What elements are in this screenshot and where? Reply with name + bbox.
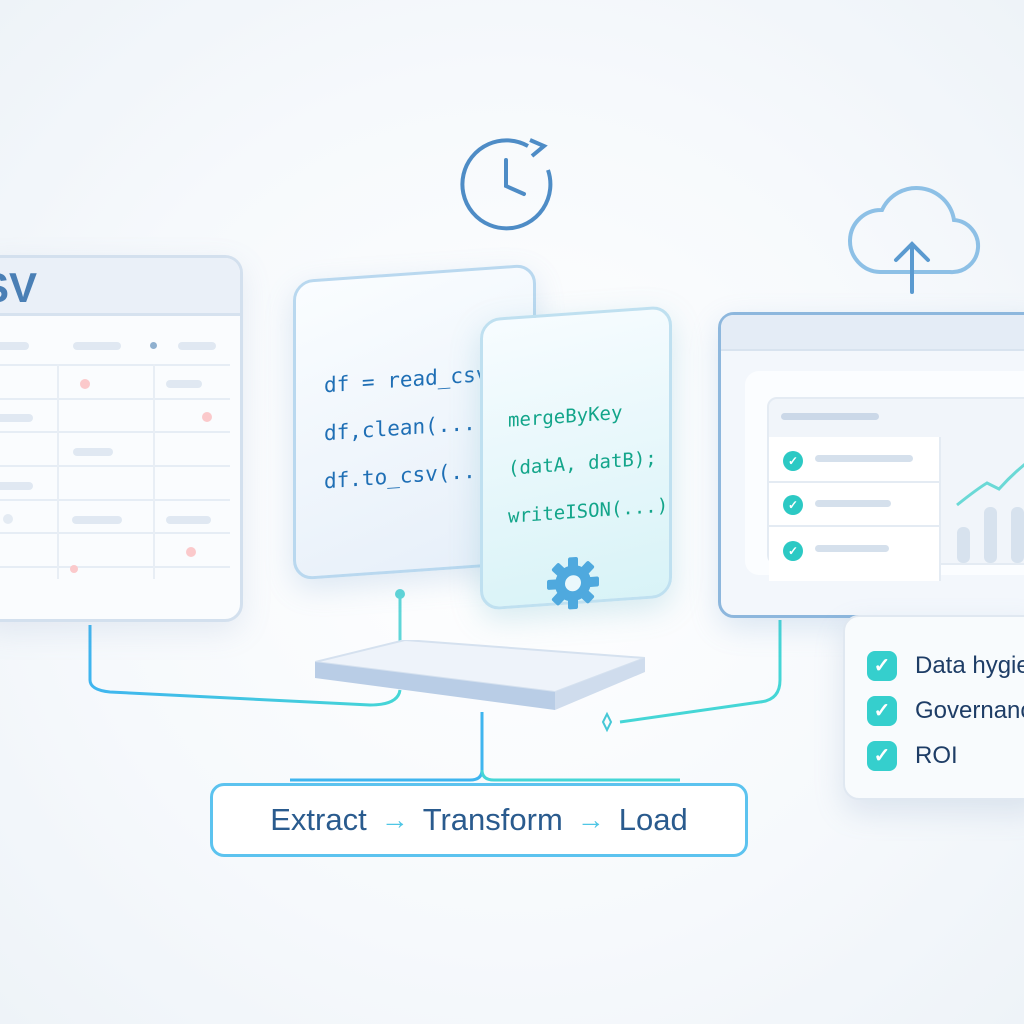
csv-table — [0, 364, 240, 579]
checkbox-icon: ✓ — [867, 651, 897, 681]
monitor-titlebar — [721, 315, 1024, 351]
gear-icon — [547, 556, 599, 610]
checkbox-icon: ✓ — [867, 741, 897, 771]
extract-connector — [88, 625, 402, 707]
chart-bar — [1011, 507, 1024, 563]
arrow-right-icon: → — [576, 804, 605, 835]
csv-header: SV — [0, 258, 240, 316]
task-list: ✓ ✓ ✓ — [769, 437, 941, 581]
step-transform: Transform — [422, 802, 563, 837]
code-line: df.to_csv(... — [324, 457, 489, 494]
cell-value — [72, 516, 122, 524]
checklist-item: ✓ ROI — [867, 741, 958, 771]
code-line: df,clean(.... — [324, 409, 489, 446]
sparkle-icon — [601, 711, 613, 733]
mini-chart — [956, 462, 1024, 563]
dashboard-content: ✓ ✓ ✓ — [745, 371, 1024, 581]
cell-marker — [80, 379, 90, 389]
checklist-item: ✓ Data hygie — [867, 651, 1024, 681]
checklist-label: Data hygie — [915, 652, 1024, 679]
checklist-label: ROI — [915, 742, 958, 769]
csv-title: SV — [0, 264, 38, 311]
processing-platform — [315, 640, 645, 710]
checklist-label: Governanc — [915, 697, 1024, 724]
step-load: Load — [618, 802, 688, 837]
csv-panel: SV — [0, 255, 243, 622]
arrow-right-icon: → — [380, 804, 409, 835]
check-icon: ✓ — [783, 541, 803, 561]
etl-connector-right — [480, 769, 680, 782]
cell-marker — [3, 514, 13, 524]
stem-node — [395, 589, 405, 599]
etl-pipeline-label: Extract → Transform → Load — [210, 783, 748, 857]
trend-line — [956, 462, 1024, 507]
clock-refresh-icon — [460, 138, 553, 231]
code-line: mergeByKey — [508, 401, 623, 432]
checkbox-icon: ✓ — [867, 696, 897, 726]
cell-value — [0, 482, 33, 490]
cell-value — [166, 516, 211, 524]
checklist-item: ✓ Governanc — [867, 696, 1024, 726]
benefits-checklist: ✓ Data hygie ✓ Governanc ✓ ROI — [843, 615, 1024, 800]
dashboard-monitor: ✓ ✓ ✓ — [718, 312, 1024, 618]
cell-marker — [202, 412, 212, 422]
header-cell — [73, 342, 121, 350]
code-line: (datA, datB); — [508, 447, 657, 480]
chart-bar — [984, 507, 997, 563]
cell-value — [0, 414, 33, 422]
check-icon: ✓ — [783, 495, 803, 515]
header-cell — [0, 342, 29, 350]
code-line: writeISON(...) — [508, 494, 669, 528]
cell-value — [73, 448, 113, 456]
header-dot — [150, 342, 157, 349]
cloud-upload-icon — [848, 186, 980, 294]
chart-bar — [957, 527, 970, 563]
cell-value — [166, 380, 202, 388]
etl-connector-left — [290, 712, 484, 782]
load-connector — [619, 620, 782, 724]
header-cell — [178, 342, 216, 350]
dashboard-card: ✓ ✓ ✓ — [767, 397, 1024, 581]
cell-marker — [186, 547, 196, 557]
check-icon: ✓ — [783, 451, 803, 471]
cell-marker — [70, 565, 78, 573]
transform-code-panel: mergeByKey (datA, datB); writeISON(...) — [480, 305, 672, 611]
step-extract: Extract — [270, 802, 367, 837]
